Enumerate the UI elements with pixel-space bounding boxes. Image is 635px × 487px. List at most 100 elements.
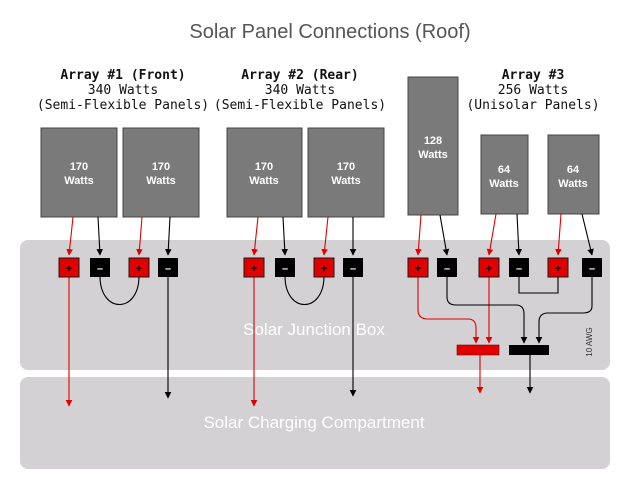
series-jumpers xyxy=(99,275,559,305)
panel-7-unit: Watts xyxy=(558,178,588,190)
terminal-box xyxy=(509,258,529,277)
terminal-box xyxy=(478,257,500,278)
plus-icon: + xyxy=(486,263,492,275)
array-2-positive-terminal-1: + xyxy=(243,257,265,278)
panel-1-unit: Watts xyxy=(64,175,94,187)
panel-1-positive-lead xyxy=(66,216,74,256)
plus-icon: + xyxy=(136,263,142,275)
charging-compartment-label: Solar Charging Compartment xyxy=(203,413,424,432)
panel-7-value: 64 xyxy=(567,164,580,176)
panel-6-positive-lead xyxy=(486,213,497,256)
panel-5-value: 128 xyxy=(424,135,442,147)
array-3-panel-type: (Unisolar Panels) xyxy=(466,98,599,113)
minus-icon: – xyxy=(282,263,288,275)
terminals: + – + – + – + – xyxy=(58,257,602,278)
panel-2: 170 Watts xyxy=(122,127,200,218)
plus-icon: + xyxy=(415,263,421,275)
panel-3: 170 Watts xyxy=(226,127,303,218)
array-3-watts: 256 Watts xyxy=(498,83,568,98)
panel-7-negative-lead xyxy=(581,213,594,256)
negative-bus-bar xyxy=(509,345,549,355)
panel-3-negative-lead xyxy=(281,216,288,256)
plus-icon: + xyxy=(555,263,561,275)
panel-2-positive-lead xyxy=(136,216,143,256)
array-3-negative-terminal-1: – xyxy=(437,258,457,277)
panel-3-value: 170 xyxy=(255,161,273,173)
minus-icon: – xyxy=(516,263,522,275)
array-2-panel-type: (Semi-Flexible Panels) xyxy=(214,98,386,113)
terminal-box xyxy=(90,258,110,277)
array-1-heading: Array #1 (Front) 340 Watts (Semi-Flexibl… xyxy=(37,68,209,113)
panel-7-body xyxy=(547,134,600,215)
array-2-title: Array #2 (Rear) xyxy=(241,68,358,83)
array-3-positive-terminal-1: + xyxy=(407,257,429,278)
array-1-positive-terminal-2: + xyxy=(128,257,150,278)
panel-1: 170 Watts xyxy=(40,127,118,218)
panel-3-unit: Watts xyxy=(249,175,279,187)
panel-3-body xyxy=(226,127,303,218)
array-1-panel-type: (Semi-Flexible Panels) xyxy=(37,98,209,113)
panel-5-negative-lead xyxy=(439,214,450,256)
panel-5-unit: Watts xyxy=(418,149,448,161)
panel-3-positive-lead xyxy=(251,216,259,256)
array-2-negative-terminal-1: – xyxy=(275,258,295,277)
terminal-box xyxy=(128,257,150,278)
minus-icon: – xyxy=(444,263,450,275)
panel-2-unit: Watts xyxy=(146,175,176,187)
array-1-series-jumper xyxy=(99,275,140,305)
panel-2-body xyxy=(122,127,200,218)
terminal-box xyxy=(437,258,457,277)
panel-4: 170 Watts xyxy=(307,127,385,218)
array-1-watts: 340 Watts xyxy=(88,83,158,98)
panel-4-value: 170 xyxy=(337,161,355,173)
panel-4-positive-lead xyxy=(321,216,329,256)
panel-1-body xyxy=(40,127,118,218)
panel-1-value: 170 xyxy=(70,161,88,173)
panel-5-positive-lead xyxy=(415,214,422,256)
array-1-positive-terminal-1: + xyxy=(58,257,80,278)
panel-5-negative-to-bus xyxy=(446,277,528,344)
terminal-box xyxy=(407,257,429,278)
wire-gauge-label: 10 AWG xyxy=(585,327,594,357)
panel-5-positive-to-bus xyxy=(417,277,480,344)
output-wires xyxy=(65,277,593,407)
array-2-watts: 340 Watts xyxy=(265,83,335,98)
array-3-positive-terminal-3: + xyxy=(547,257,569,278)
array-1-negative-terminal-1: – xyxy=(90,258,110,277)
array-3-negative-terminal-2: – xyxy=(509,258,529,277)
panel-6-negative-lead xyxy=(515,213,523,256)
panel-5: 128 Watts xyxy=(407,76,459,216)
array-3-positive-terminal-2: + xyxy=(478,257,500,278)
plus-icon: + xyxy=(251,263,257,275)
panel-4-body xyxy=(307,127,385,218)
panel-leads xyxy=(66,213,594,256)
panel-2-value: 170 xyxy=(152,161,170,173)
terminal-box xyxy=(275,258,295,277)
array-3-title: Array #3 xyxy=(502,68,565,83)
array-3-series-jumper xyxy=(518,276,559,294)
array-3-heading: Array #3 256 Watts (Unisolar Panels) xyxy=(466,68,599,113)
terminal-box xyxy=(343,258,363,277)
plus-icon: + xyxy=(321,263,327,275)
solar-charging-compartment xyxy=(20,377,610,469)
panel-7: 64 Watts xyxy=(547,134,600,215)
array-2-heading: Array #2 (Rear) 340 Watts (Semi-Flexible… xyxy=(214,68,386,113)
array-1-title: Array #1 (Front) xyxy=(60,68,185,83)
positive-bus-bar xyxy=(456,344,500,356)
terminal-box xyxy=(158,258,178,277)
minus-icon: – xyxy=(589,263,595,275)
panel-7-negative-to-bus xyxy=(535,277,593,344)
terminal-box xyxy=(313,257,335,278)
terminal-box xyxy=(58,257,80,278)
minus-icon: – xyxy=(350,263,356,275)
panel-7-positive-lead xyxy=(555,213,562,256)
array-3-negative-terminal-3: – xyxy=(582,258,602,277)
panel-5-body xyxy=(407,76,459,216)
panel-6-value: 64 xyxy=(498,164,511,176)
terminal-box xyxy=(243,257,265,278)
array-2-series-jumper xyxy=(284,275,325,305)
plus-icon: + xyxy=(66,263,72,275)
array-2-positive-terminal-2: + xyxy=(313,257,335,278)
panel-1-negative-lead xyxy=(96,216,103,256)
